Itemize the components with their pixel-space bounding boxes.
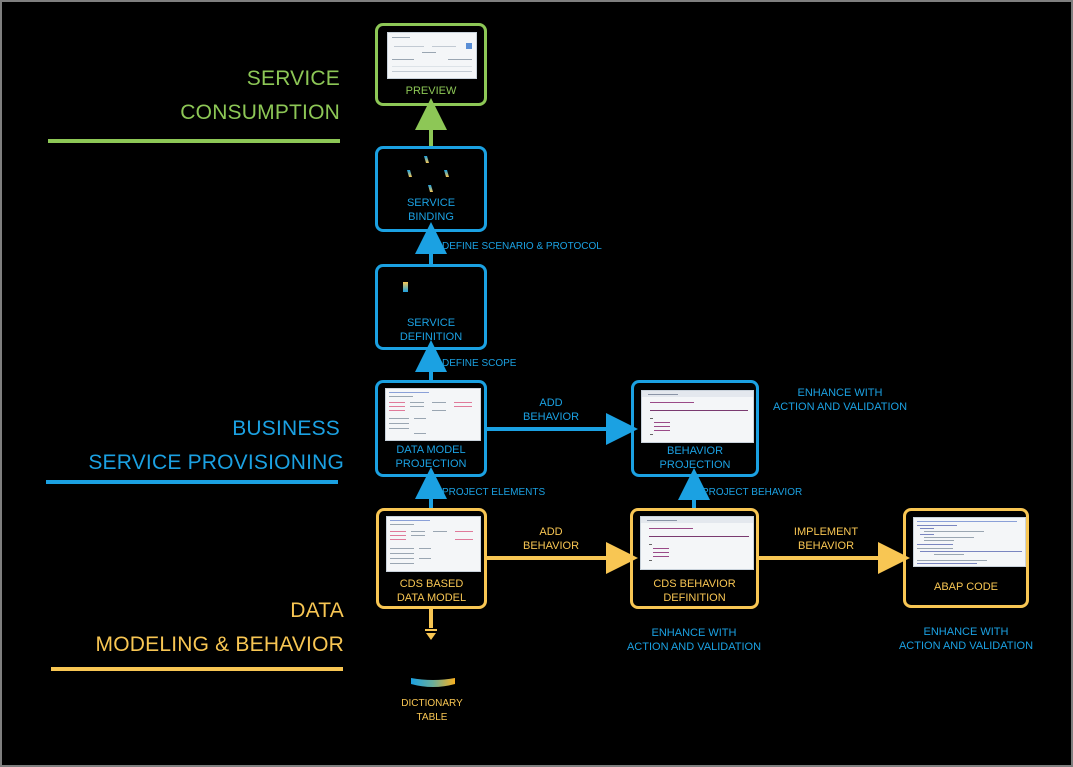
edge-label-line: ADD	[539, 526, 563, 538]
node-label-line: DICTIONARY	[401, 698, 463, 709]
app-preview-screenshot	[387, 32, 477, 79]
cds-code-screenshot	[386, 516, 481, 572]
node-label: SERVICE DEFINITION	[378, 316, 484, 344]
note-line: ACTION AND VALIDATION	[772, 401, 908, 413]
edge-label-line: BEHAVIOR	[522, 540, 580, 552]
layer-title-line: SERVICE	[246, 67, 340, 90]
edge-label-line: ADD	[539, 397, 563, 409]
node-label-line: DATA MODEL	[396, 444, 466, 456]
node-label: CDS BASED DATA MODEL	[379, 577, 484, 605]
node-behavior-projection[interactable]: BEHAVIOR PROJECTION	[631, 380, 759, 477]
node-label-line: DEFINITION	[399, 331, 463, 343]
node-label-line: SERVICE	[406, 317, 456, 329]
layer-title-line: CONSUMPTION	[180, 101, 340, 124]
note-enhance-bdef: ENHANCE WITH ACTION AND VALIDATION	[624, 626, 764, 654]
behavior-code-screenshot	[640, 516, 754, 570]
layer-divider-modeling	[51, 667, 343, 671]
edge-label-add-behavior-bottom: ADD BEHAVIOR	[501, 525, 601, 553]
edge-label-line: IMPLEMENT	[793, 526, 859, 538]
node-label: DATA MODEL PROJECTION	[378, 443, 484, 471]
database-table-icon	[410, 676, 455, 688]
node-label-line: BINDING	[408, 211, 454, 223]
behavior-code-screenshot	[641, 390, 754, 443]
layer-title-consumption: SERVICE CONSUMPTION	[40, 62, 340, 130]
node-data-model-projection[interactable]: DATA MODEL PROJECTION	[375, 380, 487, 477]
arrow-datamodel-to-table-head	[426, 633, 436, 640]
edge-label-line: BEHAVIOR	[522, 411, 580, 423]
node-label-line: DEFINITION	[663, 592, 726, 604]
node-label: BEHAVIOR PROJECTION	[634, 444, 756, 472]
service-binding-icon	[407, 156, 449, 192]
layer-title-line: SERVICE PROVISIONING	[88, 451, 344, 474]
node-label-line: SERVICE	[406, 197, 456, 209]
node-label-line: PROJECTION	[659, 459, 731, 471]
node-label-line: BEHAVIOR	[666, 445, 724, 457]
layer-divider-provisioning	[46, 480, 338, 484]
node-label: PREVIEW	[405, 85, 457, 97]
layer-title-line: MODELING & BEHAVIOR	[95, 633, 344, 656]
cds-code-screenshot	[385, 388, 481, 441]
edge-label-line: BEHAVIOR	[797, 540, 855, 552]
node-dictionary-table[interactable]: DICTIONARY TABLE	[392, 697, 472, 725]
layer-title-provisioning: BUSINESS SERVICE PROVISIONING	[40, 412, 344, 480]
node-service-definition[interactable]: SERVICE DEFINITION	[375, 264, 487, 350]
node-abap-code[interactable]: ABAP CODE	[903, 508, 1029, 608]
edge-label-define-scope: DEFINE SCOPE	[442, 358, 517, 369]
node-cds-data-model[interactable]: CDS BASED DATA MODEL	[376, 508, 487, 609]
note-line: ACTION AND VALIDATION	[626, 641, 762, 653]
note-line: ENHANCE WITH	[651, 627, 737, 639]
abap-code-screenshot	[913, 517, 1026, 567]
note-enhance-behavior-projection: ENHANCE WITH ACTION AND VALIDATION	[770, 386, 910, 414]
node-cds-behavior-definition[interactable]: CDS BEHAVIOR DEFINITION	[630, 508, 759, 609]
note-line: ENHANCE WITH	[797, 387, 883, 399]
node-label-line: PROJECTION	[395, 458, 467, 470]
node-label: ABAP CODE	[934, 581, 998, 593]
edge-label-implement-behavior: IMPLEMENT BEHAVIOR	[776, 525, 876, 553]
layer-title-line: BUSINESS	[232, 417, 340, 440]
service-definition-icon	[403, 282, 408, 292]
node-preview[interactable]: PREVIEW	[375, 23, 487, 106]
note-line: ENHANCE WITH	[923, 626, 1009, 638]
node-label: CDS BEHAVIOR DEFINITION	[633, 577, 756, 605]
node-label-line: CDS BEHAVIOR	[653, 578, 736, 590]
layer-title-line: DATA	[290, 599, 344, 622]
layer-title-modeling: DATA MODELING & BEHAVIOR	[40, 594, 344, 662]
node-label-line: DATA MODEL	[396, 592, 467, 604]
node-label-line: TABLE	[416, 712, 448, 723]
note-line: ACTION AND VALIDATION	[898, 640, 1034, 652]
node-label: SERVICE BINDING	[378, 196, 484, 224]
edge-label-project-elements: PROJECT ELEMENTS	[442, 487, 546, 498]
layer-divider-consumption	[48, 139, 340, 143]
edge-label-project-behavior: PROJECT BEHAVIOR	[702, 487, 803, 498]
node-label-line: CDS BASED	[399, 578, 464, 590]
edge-label-define-scenario: DEFINE SCENARIO & PROTOCOL	[442, 241, 602, 252]
node-service-binding[interactable]: SERVICE BINDING	[375, 146, 487, 232]
note-enhance-abap: ENHANCE WITH ACTION AND VALIDATION	[896, 625, 1036, 653]
edge-label-add-behavior-top: ADD BEHAVIOR	[501, 396, 601, 424]
